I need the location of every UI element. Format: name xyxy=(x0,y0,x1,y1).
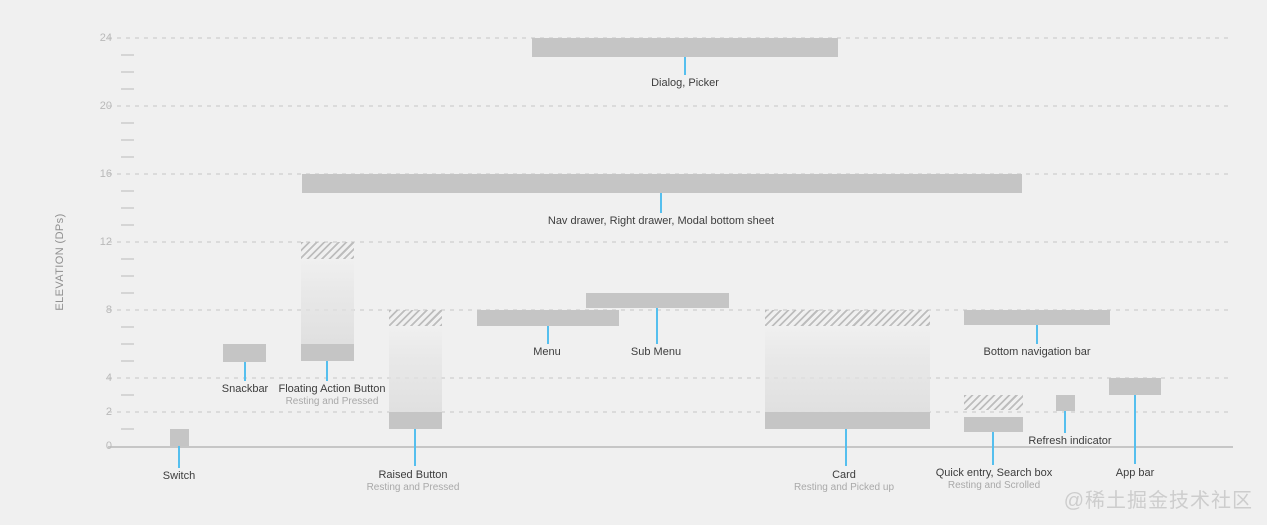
gridline-4 xyxy=(108,377,1233,379)
sub-menu-connector-line xyxy=(656,308,658,344)
sub-menu-bar xyxy=(586,293,729,308)
minor-tick-7 xyxy=(121,326,134,328)
menu-label: Menu xyxy=(533,346,561,358)
watermark-text: @稀土掘金技术社区 xyxy=(1063,490,1253,512)
raised-button-elevation-range-fill xyxy=(389,326,442,412)
minor-tick-13 xyxy=(121,224,134,226)
card-bar xyxy=(765,412,930,429)
quick-entry-search-box-pressed-bar xyxy=(964,395,1023,410)
raised-button-bar xyxy=(389,412,442,429)
refresh-indicator-connector-line xyxy=(1064,411,1066,433)
card-pressed-bar xyxy=(765,310,930,326)
snackbar-label: Snackbar xyxy=(221,383,269,395)
nav-drawer-bar xyxy=(302,174,1022,193)
gridline-12 xyxy=(108,241,1233,243)
gridline-20 xyxy=(108,105,1233,107)
refresh-indicator-bar xyxy=(1056,395,1075,411)
raised-button-pressed-bar xyxy=(389,310,442,326)
minor-tick-22 xyxy=(121,71,134,73)
raised-button-connector-line xyxy=(414,429,416,466)
switch-connector-line xyxy=(178,446,180,468)
minor-tick-5 xyxy=(121,360,134,362)
card-connector-line xyxy=(845,429,847,466)
bottom-navigation-bar-bar xyxy=(964,310,1110,325)
minor-tick-1 xyxy=(121,428,134,430)
menu-bar xyxy=(477,310,619,326)
dialog-picker-label: Dialog, Picker xyxy=(651,77,719,89)
quick-entry-search-box-sublabel: Resting and Scrolled xyxy=(947,480,1041,491)
gridline-2 xyxy=(108,411,1233,413)
floating-action-button-label: Floating Action Button xyxy=(278,383,386,395)
card-sublabel: Resting and Picked up xyxy=(793,482,895,493)
floating-action-button-connector-line xyxy=(326,361,328,381)
app-bar-connector-line xyxy=(1134,395,1136,464)
quick-entry-search-box-connector-line xyxy=(992,432,994,465)
y-axis-label-2: 2 xyxy=(105,406,112,418)
x-axis-baseline xyxy=(108,446,1233,448)
y-axis-label-24: 24 xyxy=(99,32,112,44)
dialog-picker-bar xyxy=(532,38,838,57)
switch-bar xyxy=(170,429,189,446)
minor-tick-15 xyxy=(121,190,134,192)
card-elevation-range-fill xyxy=(765,326,930,412)
minor-tick-11 xyxy=(121,258,134,260)
y-axis-title: ELEVATION (DPs) xyxy=(54,213,66,311)
dialog-picker-connector-line xyxy=(684,57,686,75)
switch-label: Switch xyxy=(162,470,196,482)
minor-tick-9 xyxy=(121,292,134,294)
minor-tick-17 xyxy=(121,156,134,158)
bottom-navigation-bar-label: Bottom navigation bar xyxy=(983,346,1091,358)
minor-tick-19 xyxy=(121,122,134,124)
y-axis-label-4: 4 xyxy=(105,372,112,384)
nav-drawer-connector-line xyxy=(660,193,662,213)
minor-tick-10 xyxy=(121,275,134,277)
raised-button-sublabel: Resting and Pressed xyxy=(366,482,460,493)
y-axis-label-8: 8 xyxy=(105,304,112,316)
y-axis-label-0: 0 xyxy=(105,440,112,452)
y-axis-label-20: 20 xyxy=(99,100,112,112)
floating-action-button-sublabel: Resting and Pressed xyxy=(285,396,379,407)
y-axis-label-16: 16 xyxy=(99,168,112,180)
minor-tick-21 xyxy=(121,88,134,90)
refresh-indicator-label: Refresh indicator xyxy=(1028,435,1112,447)
app-bar-bar xyxy=(1109,378,1161,395)
gridline-8 xyxy=(108,309,1233,311)
minor-tick-23 xyxy=(121,54,134,56)
card-label: Card xyxy=(832,469,856,481)
snackbar-bar xyxy=(223,344,266,362)
raised-button-label: Raised Button xyxy=(378,469,448,481)
minor-tick-6 xyxy=(121,343,134,345)
menu-connector-line xyxy=(547,326,549,344)
minor-tick-18 xyxy=(121,139,134,141)
minor-tick-14 xyxy=(121,207,134,209)
snackbar-connector-line xyxy=(244,362,246,381)
floating-action-button-bar xyxy=(301,344,354,361)
app-bar-label: App bar xyxy=(1115,467,1155,479)
quick-entry-search-box-label: Quick entry, Search box xyxy=(935,467,1053,479)
nav-drawer-label: Nav drawer, Right drawer, Modal bottom s… xyxy=(547,215,775,227)
quick-entry-search-box-bar xyxy=(964,417,1023,432)
minor-tick-3 xyxy=(121,394,134,396)
floating-action-button-pressed-bar xyxy=(301,242,354,259)
y-axis-label-12: 12 xyxy=(99,236,112,248)
floating-action-button-elevation-range-fill xyxy=(301,259,354,344)
sub-menu-label: Sub Menu xyxy=(630,346,682,358)
bottom-navigation-bar-connector-line xyxy=(1036,325,1038,344)
